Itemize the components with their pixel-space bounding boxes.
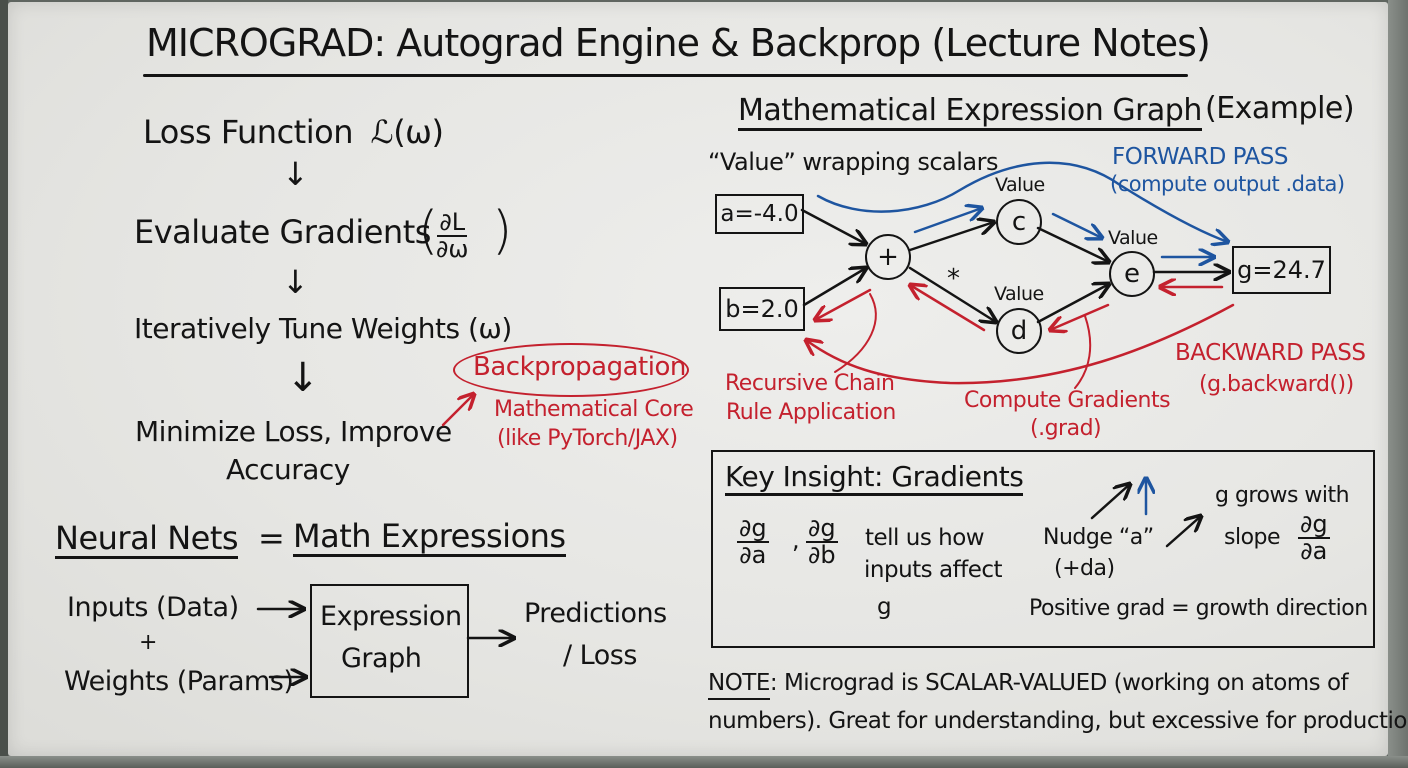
note-line1: NOTE: Micrograd is SCALAR-VALUED (workin… [708,670,1349,700]
loss-symbol: ℒ(ω) [370,113,444,151]
mathematical-core-label: Mathematical Core [494,397,694,422]
node-a-label: a=-4.0 [720,201,799,227]
key-insight-heading: Key Insight: Gradients [725,463,1024,496]
dl-dw-fraction: ∂L ∂ω [436,208,469,264]
minimize-loss-label: Minimize Loss, Improve [135,415,452,448]
pytorch-jax-label: (like PyTorch/JAX) [497,426,678,451]
title-underline [143,74,1188,77]
loss-function-text: Loss Function [143,113,353,151]
forward-pass-subtitle: (compute output .data) [1110,172,1345,196]
forward-pass-title: FORWARD PASS [1112,144,1288,170]
plus-sign: + [139,630,157,655]
node-e: e [1109,251,1155,297]
node-b: b=2.0 [719,287,805,331]
node-a: a=-4.0 [715,194,804,234]
node-plus-label: + [877,242,899,272]
backpropagation-label: Backpropagation [473,352,686,382]
fraction-numerator: ∂L [437,208,468,238]
neural-nets-heading: Neural Nets [55,519,239,559]
node-plus: + [865,234,911,280]
node-g: g=24.7 [1232,246,1331,294]
tell-us-line3: g [877,594,892,620]
node-b-label: b=2.0 [725,295,799,323]
inputs-data-label: Inputs (Data) [67,592,239,623]
loss-output-label: / Loss [563,640,637,671]
down-arrow-icon: ↓ [282,263,309,301]
fraction-denominator: ∂a [739,541,767,570]
fraction-numerator: ∂g [737,514,769,544]
chain-rule-line1: Recursive Chain [725,371,895,396]
chain-rule-line2: Rule Application [726,400,896,425]
fraction-denominator: ∂ω [436,235,469,264]
node-d: d [996,308,1042,354]
backpropagation-ellipse [453,343,689,397]
note-line2: numbers). Great for understanding, but e… [708,708,1408,734]
node-c-label: c [1011,207,1027,237]
dg-db-fraction: ∂g ∂b [806,514,838,570]
weights-params-label: Weights (Params) [64,666,294,697]
down-arrow-icon: ↓ [282,155,309,193]
down-arrow-icon: ↓ [286,355,320,401]
fraction-denominator: ∂a [1300,537,1328,566]
expression-box-line2: Graph [341,643,422,674]
multiply-marker: * [947,264,960,294]
tell-us-line2: inputs affect [864,557,1003,583]
tell-us-line1: tell us how [865,525,985,551]
backward-pass-subtitle: (g.backward()) [1199,372,1354,397]
nudge-line1: Nudge “a” [1043,525,1154,550]
key-insight-box [711,450,1375,648]
node-d-label: d [1010,316,1028,346]
paren-open: ( [418,201,438,261]
nudge-line2: (+da) [1054,556,1115,581]
evaluate-gradients-label: Evaluate Gradients [134,213,431,251]
compute-gradients-line2: (.grad) [1030,416,1102,441]
expression-box-line1: Expression [320,601,462,632]
board-frame-right [1388,0,1408,768]
tune-weights-label: Iteratively Tune Weights (ω) [134,312,512,345]
node-e-value-label: Value [1108,227,1158,249]
equals-sign: = [258,519,285,557]
graph-heading: Mathematical Expression Graph [738,96,1202,131]
fraction-numerator: ∂g [806,514,838,544]
graph-heading-suffix: (Example) [1205,91,1355,126]
node-e-label: e [1124,259,1140,289]
dg-da-fraction: ∂g ∂a [737,514,769,570]
board-frame-bottom [0,756,1408,768]
predictions-label: Predictions [524,598,667,629]
node-g-label: g=24.7 [1237,256,1326,284]
fraction-denominator: ∂b [808,541,836,570]
accuracy-label: Accuracy [226,453,350,486]
fraction-numerator: ∂g [1298,510,1330,540]
slope-label: slope [1224,525,1281,550]
math-expressions-heading: Math Expressions [293,517,566,557]
grows-line1: g grows with [1215,483,1350,508]
expression-graph-box [310,584,469,698]
slope-fraction: ∂g ∂a [1298,510,1330,566]
board-frame-left [0,0,8,768]
node-d-value-label: Value [994,283,1044,305]
page-title: MICROGRAD: Autograd Engine & Backprop (L… [146,21,1211,65]
paren-close: ) [492,201,512,261]
node-c-value-label: Value [995,174,1045,196]
note-text-line1: : Micrograd is SCALAR-VALUED (working on… [769,670,1349,696]
compute-gradients-line1: Compute Gradients [964,388,1171,413]
value-caption: “Value” wrapping scalars [708,148,998,176]
backward-pass-title: BACKWARD PASS [1175,340,1366,366]
positive-grad-label: Positive grad = growth direction [1029,596,1368,621]
note-label: NOTE [708,670,770,700]
node-c: c [996,199,1042,245]
fraction-comma: , [792,526,800,554]
loss-function-label: Loss Function ℒ(ω) [143,113,444,151]
